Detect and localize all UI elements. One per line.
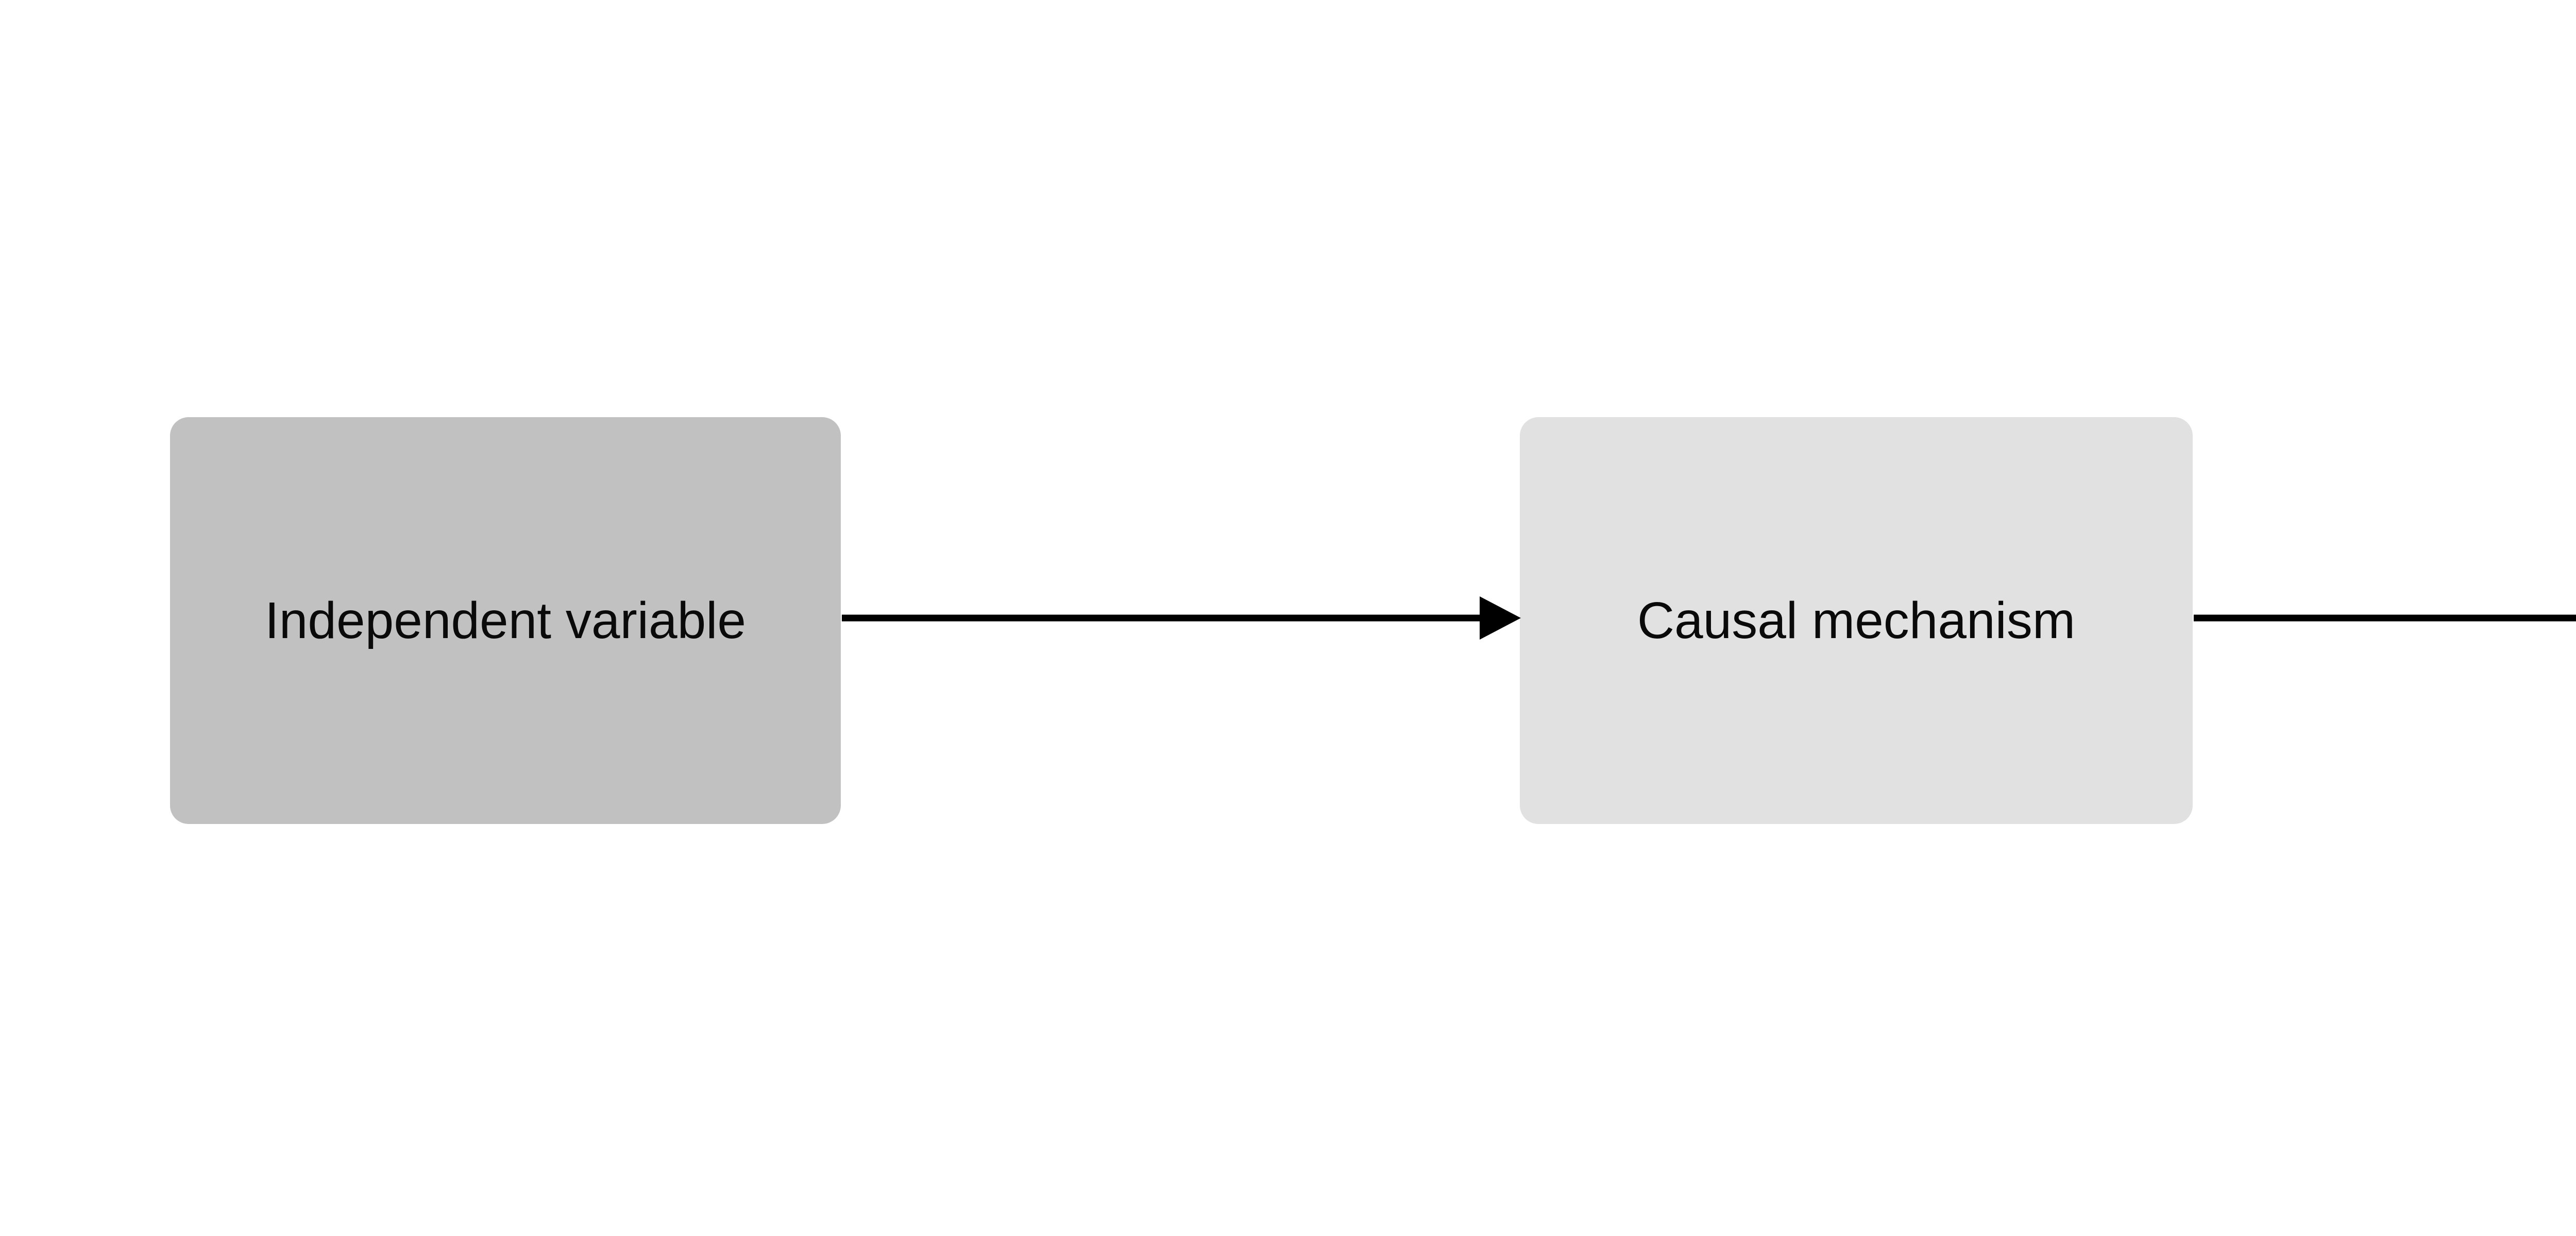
edge-arrow-mechanism-to-dv xyxy=(2194,614,2576,622)
node-independent-variable-label: Independent variable xyxy=(264,592,747,649)
arrowhead-right-icon xyxy=(1480,596,1521,640)
edge-arrow-iv-to-mechanism xyxy=(842,596,1521,640)
node-independent-variable: Independent variable xyxy=(170,417,841,824)
node-causal-mechanism-label: Causal mechanism xyxy=(1637,592,2076,649)
node-causal-mechanism: Causal mechanism xyxy=(1520,417,2193,824)
